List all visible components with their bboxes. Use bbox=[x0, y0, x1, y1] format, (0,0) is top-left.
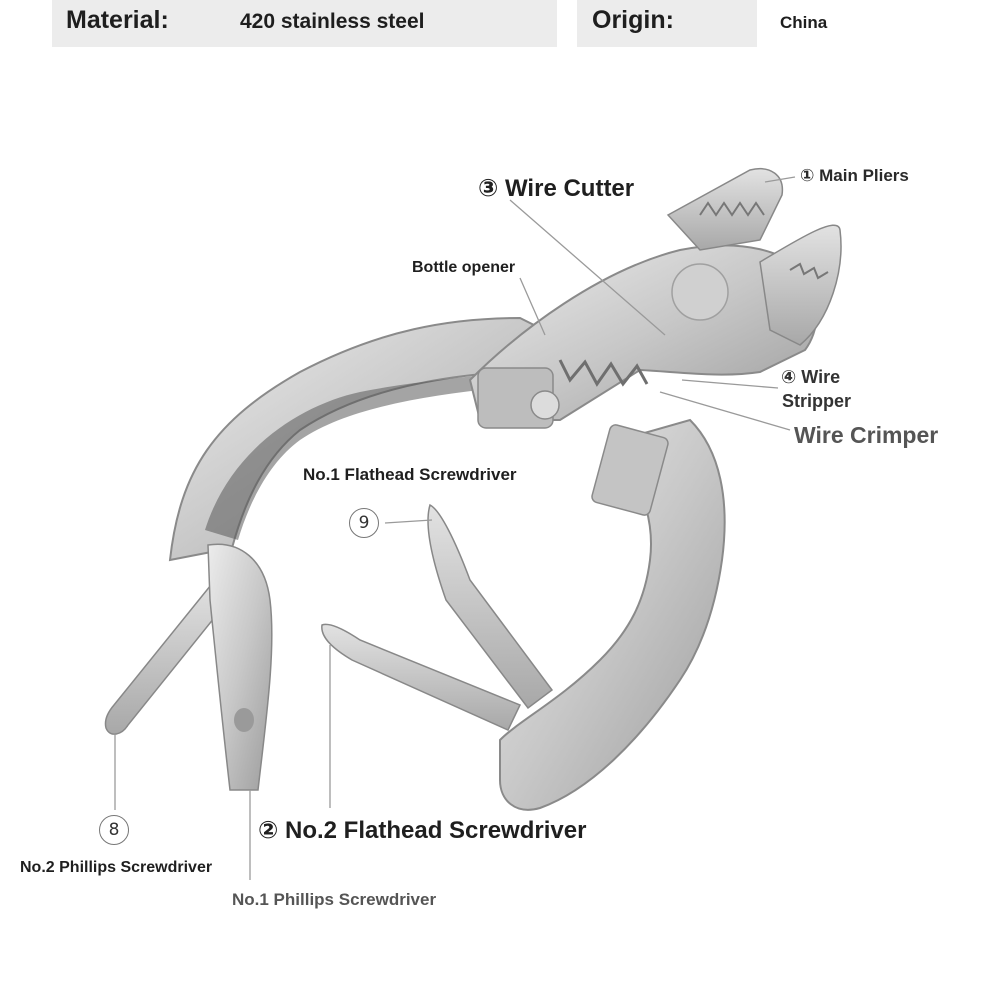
origin-value: China bbox=[780, 13, 828, 32]
marker-9: 9 bbox=[349, 508, 379, 538]
pivot-pin bbox=[671, 263, 729, 321]
right-handle-block bbox=[591, 424, 669, 516]
origin-box bbox=[577, 0, 757, 47]
right-handle bbox=[499, 418, 726, 811]
wire-crimper-label: Wire Crimper bbox=[794, 422, 939, 448]
stripper-notches bbox=[558, 359, 649, 387]
bottle-opener-label: Bottle opener bbox=[412, 259, 516, 276]
no2-flathead-label: ② No.2 Flathead Screwdriver bbox=[258, 817, 587, 844]
lower-jaw-teeth bbox=[789, 262, 829, 280]
no2-phillips-label: No.2 Phillips Screwdriver bbox=[20, 859, 213, 876]
wire-stripper-label-1: ④ Wire bbox=[781, 367, 841, 387]
hinge-rivet bbox=[530, 390, 560, 420]
wire-cutter-label: ③ Wire Cutter bbox=[478, 175, 635, 202]
no1-flathead-label: No.1 Flathead Screwdriver bbox=[303, 465, 517, 484]
wire-stripper-label-2: Stripper bbox=[782, 391, 852, 411]
no1-phillips-bit bbox=[207, 543, 273, 791]
leader-lines bbox=[114, 176, 796, 880]
material-label: Material: bbox=[66, 6, 169, 34]
material-box bbox=[52, 0, 557, 47]
no1-phillips-label: No.1 Phillips Screwdriver bbox=[232, 890, 437, 909]
marker-8: 8 bbox=[99, 815, 129, 845]
upper-jaw-teeth bbox=[699, 201, 765, 217]
no1-flathead-blade bbox=[427, 503, 554, 710]
origin-label: Origin: bbox=[592, 6, 674, 34]
lower-jaw bbox=[759, 224, 842, 346]
main-pliers-label: ① Main Pliers bbox=[800, 166, 909, 185]
phillips-bit-dimple bbox=[234, 708, 254, 732]
material-value: 420 stainless steel bbox=[240, 10, 425, 33]
upper-jaw bbox=[666, 168, 784, 251]
no2-phillips-bit bbox=[104, 579, 237, 735]
left-handle-inner-slot bbox=[205, 372, 500, 540]
no2-flathead-blade bbox=[321, 623, 522, 731]
